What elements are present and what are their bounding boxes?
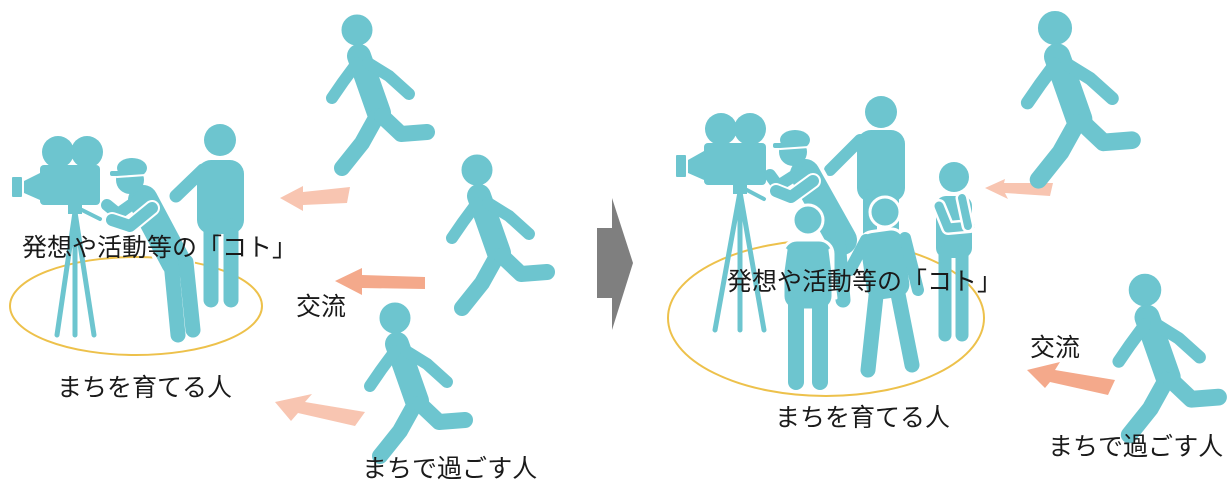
camera-operator-icon [764, 130, 861, 308]
running-person-icon [370, 303, 465, 456]
before-exchange-label: 交流 [296, 292, 347, 321]
before-visitors-label: まちで過ごす人 [362, 454, 538, 483]
running-person-icon [1028, 12, 1133, 180]
running-person-icon [452, 155, 547, 308]
before-idea-label: 発想や活動等の「コト」 [22, 233, 298, 262]
person-icon [777, 203, 838, 390]
after-visitors-label: まちで過ごす人 [1048, 432, 1224, 461]
left-arrow-icon [1027, 362, 1115, 395]
camera-operator-icon [101, 158, 201, 343]
after-builders-label: まちを育てる人 [775, 403, 951, 432]
after-scene [667, 12, 1219, 435]
after-idea-label: 発想や活動等の「コト」 [727, 267, 1003, 296]
running-person-icon [332, 15, 427, 168]
before-scene [9, 15, 547, 456]
before-builders-label: まちを育てる人 [57, 373, 233, 402]
left-arrow-icon [275, 394, 365, 426]
video-camera-icon [676, 113, 766, 185]
tripod-icon [712, 184, 767, 333]
builders-circle [9, 256, 263, 356]
left-arrow-icon [280, 186, 350, 211]
left-arrow-icon [335, 268, 425, 295]
thinking-person-icon [932, 162, 977, 342]
video-camera-icon [12, 136, 103, 205]
running-person-icon [1119, 274, 1219, 435]
person-icon [844, 195, 924, 378]
standing-person-icon [169, 124, 244, 308]
right-arrow-icon [597, 198, 633, 330]
tripod-icon [54, 204, 102, 338]
after-exchange-label: 交流 [1030, 333, 1081, 362]
